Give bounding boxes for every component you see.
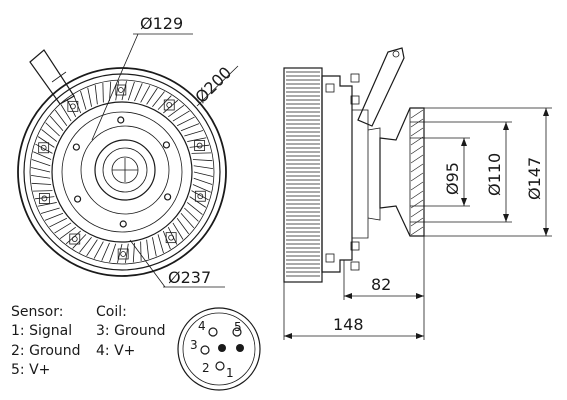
connector-pin-label-3: 3 [190,338,198,352]
sensor-pin-1: 1: Signal [11,323,72,339]
side-fins [286,71,320,277]
sensor-pin-2: 2: Ground [11,343,81,359]
fan-fins [31,81,213,263]
front-view [17,33,239,288]
bolt-holes [38,84,206,260]
dim-length-148: 148 [333,315,364,334]
dim-diameter-95: Ø95 [443,162,462,195]
side-view [283,47,552,340]
connector-pin-label-4: 4 [198,319,206,333]
connector-pin-label-2: 2 [202,361,210,375]
coil-pin-3: 3: Ground [96,323,166,339]
dim-diameter-237: Ø237 [168,268,211,287]
hub-hatching [410,109,424,236]
sensor-pin-5: 5: V+ [11,362,50,378]
sensor-title: Sensor: [11,304,63,320]
coil-title: Coil: [96,304,127,320]
dim-diameter-129: Ø129 [140,14,183,33]
dim-diameter-110: Ø110 [485,153,504,196]
dim-diameter-200: Ø200 [191,63,235,107]
dim-length-82: 82 [371,275,391,294]
dim-diameter-147: Ø147 [525,157,544,200]
connector-pin-label-5: 5 [234,320,242,334]
connector-pin-label-1: 1 [226,366,234,380]
coil-pin-4: 4: V+ [96,343,135,359]
side-bolts [325,73,360,271]
connector-face [177,307,261,391]
